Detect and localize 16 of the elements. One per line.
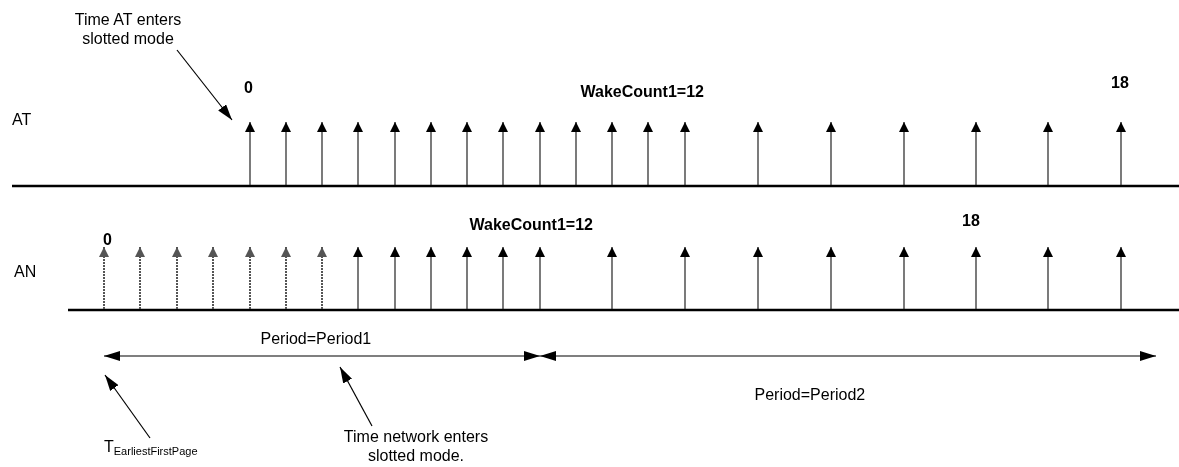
- count-label: 18: [962, 211, 980, 230]
- leader-line: [104, 374, 151, 439]
- count-label: 0: [103, 230, 112, 249]
- period-label: Period=Period2: [754, 385, 866, 404]
- leader-line: [176, 49, 233, 121]
- count-label: WakeCount1=12: [580, 82, 704, 101]
- count-label: 18: [1111, 73, 1129, 92]
- count-label: 0: [244, 78, 253, 97]
- leader-line: [339, 366, 373, 427]
- row-label: AN: [14, 262, 37, 281]
- row-label: AT: [12, 110, 32, 129]
- callout-text: Time network enters slotted mode.: [331, 427, 501, 465]
- callout-text: T$_{EarliestFirstPage}$: [104, 437, 198, 458]
- count-label: WakeCount1=12: [469, 215, 593, 234]
- callout-text: Time AT enters slotted mode: [53, 10, 203, 48]
- period-label: Period=Period1: [260, 329, 372, 348]
